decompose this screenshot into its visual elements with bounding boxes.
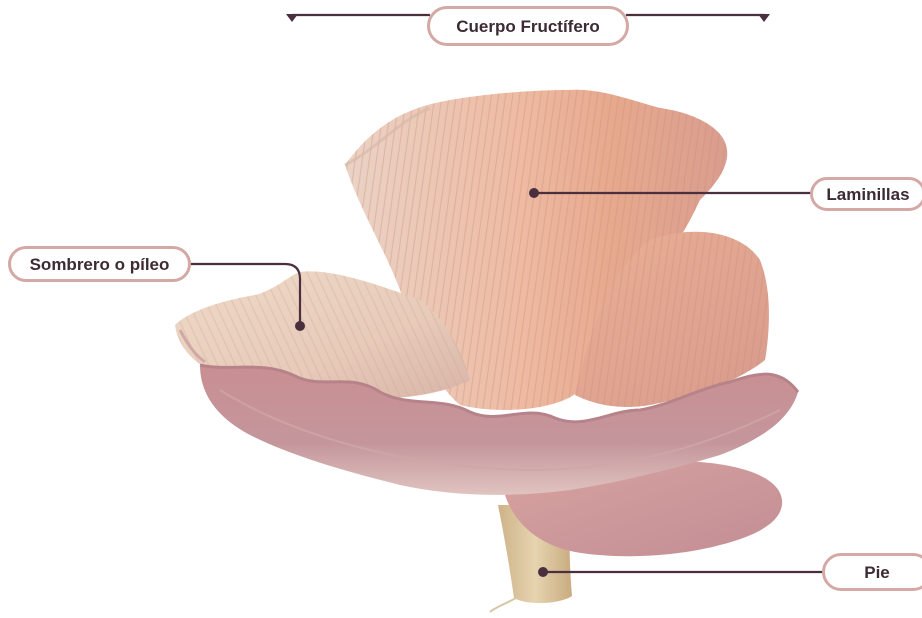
stem-label: Pie: [822, 553, 922, 591]
cap-label: Sombrero o píleo: [8, 246, 191, 282]
cap-label-text: Sombrero o píleo: [30, 256, 170, 273]
fruiting-body-label-text: Cuerpo Fructífero: [456, 18, 600, 35]
gills-label: Laminillas: [810, 177, 922, 211]
bracket-arrow-right-icon: [758, 14, 770, 22]
stem-label-text: Pie: [864, 564, 890, 581]
mushroom-illustration: [175, 90, 798, 612]
gills-label-text: Laminillas: [826, 186, 909, 203]
cap-point-marker: [295, 321, 305, 331]
stem-point-marker: [538, 567, 548, 577]
gills-point-marker: [529, 188, 539, 198]
fruiting-body-label: Cuerpo Fructífero: [427, 6, 629, 46]
bracket-arrow-left-icon: [286, 14, 298, 22]
